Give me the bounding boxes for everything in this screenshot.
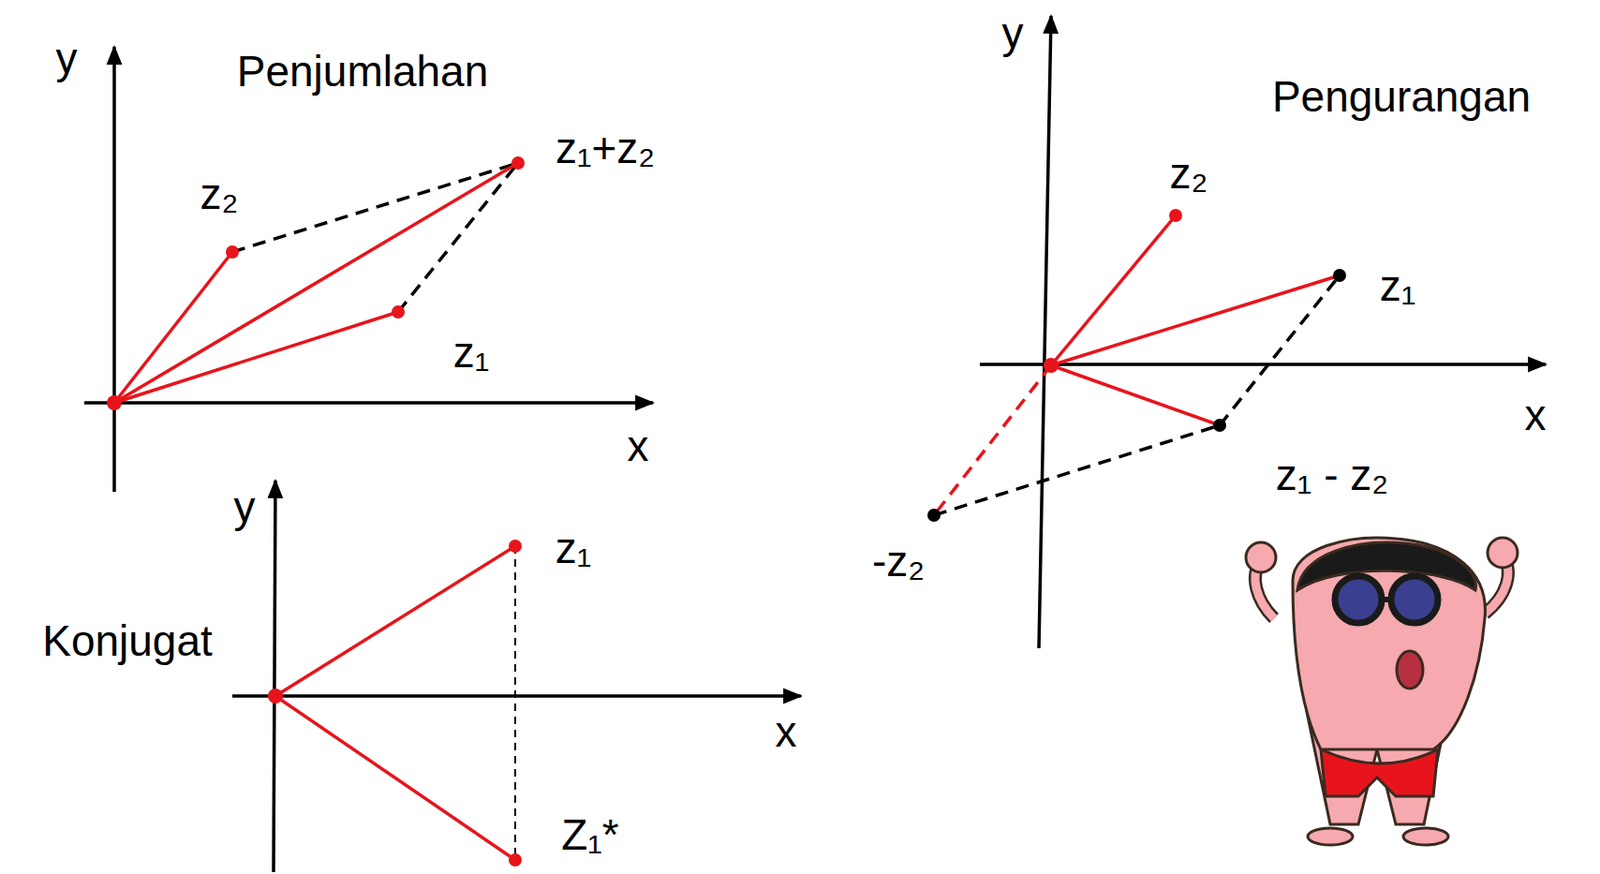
sunglasses xyxy=(1334,576,1382,623)
panel-title: Pengurangan xyxy=(1272,74,1531,119)
point-dot xyxy=(508,853,522,867)
point-dot xyxy=(1043,357,1059,373)
sunglasses xyxy=(1391,576,1438,623)
y-axis xyxy=(273,480,276,873)
panel-title: Konjugat xyxy=(42,619,213,663)
vector-line xyxy=(275,546,516,697)
point-label: z₁ xyxy=(1379,264,1417,308)
axis-label: y xyxy=(56,36,78,80)
point-label: Z₁* xyxy=(561,813,620,857)
point-dot xyxy=(225,245,239,259)
dashed-line xyxy=(398,162,519,312)
dashed-line xyxy=(933,365,1052,516)
dashed-line xyxy=(1219,275,1340,426)
point-label: -z₂ xyxy=(872,539,925,583)
point-label: z₂ xyxy=(200,172,239,216)
mouth xyxy=(1396,651,1423,689)
point-dot xyxy=(1333,268,1347,282)
point-label: z₁ - z₂ xyxy=(1275,453,1389,497)
x-axis xyxy=(84,400,653,405)
x-axis xyxy=(232,694,801,698)
vector-line xyxy=(1051,275,1340,366)
point-dot xyxy=(508,539,522,553)
point-dot xyxy=(1169,208,1183,223)
foot xyxy=(1307,828,1353,845)
point-dot xyxy=(267,688,283,704)
y-axis xyxy=(112,46,117,492)
hair xyxy=(1297,542,1477,591)
vector-line xyxy=(114,162,519,403)
sunglasses xyxy=(1381,596,1392,603)
axis-label: x xyxy=(1525,393,1547,437)
point-dot xyxy=(927,508,941,522)
vector-line xyxy=(275,696,516,860)
shorts xyxy=(1320,749,1438,797)
axis-label: x xyxy=(627,424,650,468)
foot xyxy=(1403,828,1449,845)
conjugate-panel xyxy=(232,480,801,873)
point-dot xyxy=(1213,418,1227,432)
addition-panel xyxy=(84,46,653,492)
vector-line xyxy=(1051,215,1176,366)
dashed-line xyxy=(933,425,1220,516)
axis-label: y xyxy=(1002,11,1024,55)
point-label: z₁ xyxy=(555,526,593,570)
vector-line xyxy=(1051,365,1220,426)
panel-title: Penjumlahan xyxy=(237,49,489,93)
dashed-line xyxy=(232,162,519,252)
axis-label: y xyxy=(234,485,256,529)
point-dot xyxy=(106,395,122,411)
head-body xyxy=(1292,537,1485,750)
cartoon-figure xyxy=(1245,537,1518,845)
vector-line xyxy=(114,311,399,403)
point-dot xyxy=(391,305,405,319)
point-label: z₁+z₂ xyxy=(555,126,655,170)
point-label: z₁ xyxy=(453,330,490,374)
point-label: z₂ xyxy=(1170,151,1209,195)
x-axis xyxy=(979,362,1546,367)
subtraction-panel xyxy=(927,15,1546,649)
y-axis xyxy=(1038,15,1052,649)
dashed-line xyxy=(514,546,517,860)
vector-line xyxy=(114,251,233,403)
axis-label: x xyxy=(775,710,798,754)
fist xyxy=(1487,537,1518,568)
point-dot xyxy=(511,156,525,170)
fist xyxy=(1245,542,1276,573)
